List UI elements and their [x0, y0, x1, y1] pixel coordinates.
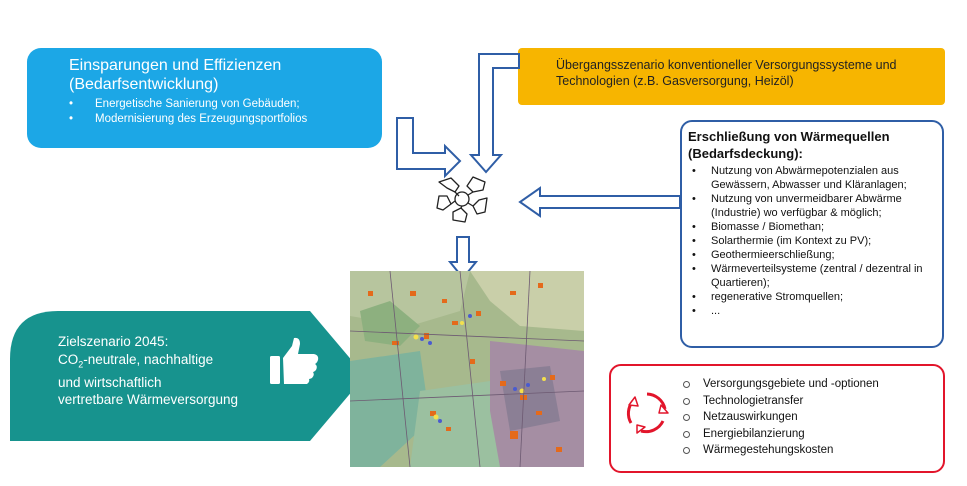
savings-title-line1: Einsparungen und Effizienzen	[69, 57, 282, 74]
heat-sources-title-line1: Erschließung von Wärmequellen	[688, 129, 890, 144]
target-line2: CO2-neutrale, nachhaltige	[58, 351, 293, 374]
joined-hands-icon	[436, 176, 488, 223]
heat-sources-list: Nutzung von Abwärmepotenzialen aus Gewäs…	[688, 164, 936, 318]
savings-list: Energetische Sanierung von Gebäuden; Mod…	[69, 97, 372, 127]
target-line2-rest: -neutrale, nachhaltige	[83, 351, 214, 367]
heat-source-item: Solarthermie (im Kontext zu PV);	[688, 234, 936, 248]
municipal-heat-map	[350, 271, 584, 467]
heat-source-item: Nutzung von Abwärmepotenzialen aus Gewäs…	[688, 164, 936, 192]
target-text: Zielszenario 2045: CO2-neutrale, nachhal…	[58, 333, 293, 409]
target-line3: und wirtschaftlich	[58, 374, 162, 390]
savings-item: Energetische Sanierung von Gebäuden;	[69, 97, 372, 112]
heat-source-item: Wärmeverteilsysteme (zentral / dezentral…	[688, 262, 936, 290]
heat-source-item: ...	[688, 304, 936, 318]
analysis-item: Netzauswirkungen	[683, 409, 879, 426]
heat-sources-box: Erschließung von Wärmequellen (Bedarfsde…	[680, 120, 944, 348]
target-subscript: 2	[78, 359, 84, 370]
transition-box: Übergangsszenario konventioneller Versor…	[518, 48, 945, 105]
analysis-item: Technologietransfer	[683, 393, 879, 410]
analysis-item: Versorgungsgebiete und -optionen	[683, 376, 879, 393]
thumbs-up-icon	[270, 337, 319, 384]
analysis-list: Versorgungsgebiete und -optionen Technol…	[683, 376, 879, 459]
target-shape	[10, 311, 365, 441]
heat-source-item: Biomasse / Biomethan;	[688, 220, 936, 234]
target-line1: Zielszenario 2045:	[58, 334, 169, 349]
analysis-item: Energiebilanzierung	[683, 426, 879, 443]
analysis-item: Wärmegestehungskosten	[683, 442, 879, 459]
analysis-box: Versorgungsgebiete und -optionen Technol…	[609, 364, 945, 473]
savings-box: Einsparungen und Effizienzen (Bedarfsent…	[27, 48, 382, 148]
heat-source-item: regenerative Stromquellen;	[688, 290, 936, 304]
transition-line1: Übergangsszenario konventioneller Versor…	[556, 58, 897, 72]
heat-sources-title-line2: (Bedarfsdeckung):	[688, 146, 803, 161]
target-co-text: CO	[58, 351, 79, 367]
heat-source-item: Nutzung von unvermeidbarer Abwärme (Indu…	[688, 192, 936, 220]
savings-title-line2: (Bedarfsentwicklung)	[69, 76, 219, 93]
target-line4: vertretbare Wärmeversorgung	[58, 392, 239, 408]
savings-item: Modernisierung des Erzeugungsportfolios	[69, 112, 372, 127]
cycle-arrows-icon	[626, 392, 669, 434]
transition-line2: Technologien (z.B. Gasversorgung, Heizöl…	[556, 74, 794, 88]
heat-source-item: Geothermieerschließung;	[688, 248, 936, 262]
